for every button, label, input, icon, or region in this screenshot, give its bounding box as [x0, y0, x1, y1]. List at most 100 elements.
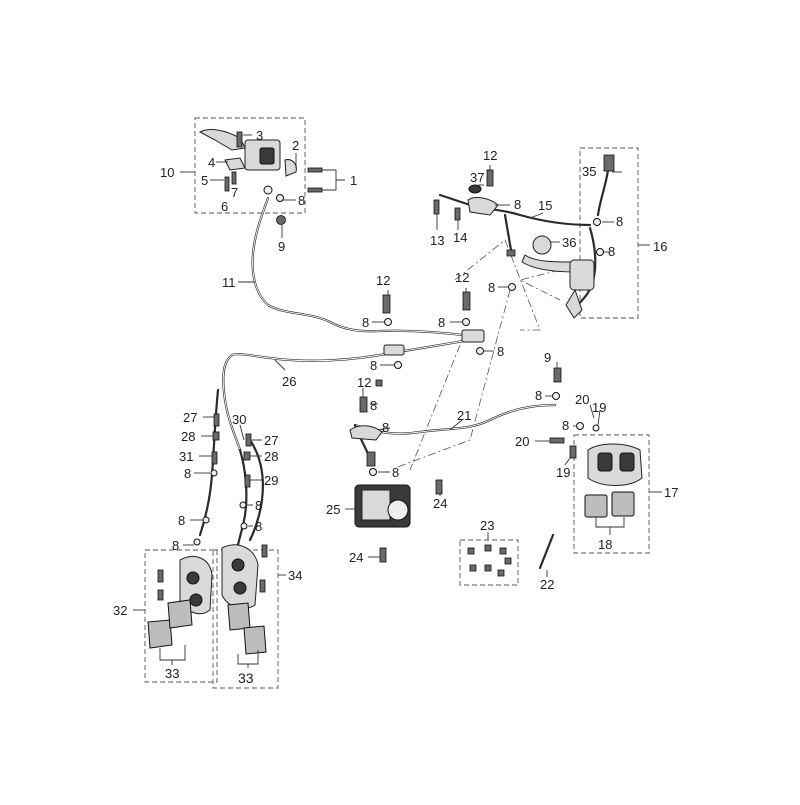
callout-4: 4 — [208, 155, 215, 170]
callout-22: 22 — [540, 577, 554, 592]
callout-12-abs: 12 — [357, 375, 371, 390]
rear-caliper — [549, 424, 643, 518]
bolt-12-abs — [359, 396, 368, 413]
lead-19-top — [597, 409, 601, 426]
callout-8-r2: 8 — [255, 519, 262, 534]
washer-8-mid-e — [508, 283, 516, 291]
callout-8-d: 8 — [370, 358, 377, 373]
washer-8-l2 — [202, 516, 210, 524]
rod-22 — [538, 533, 555, 570]
callout-33-right: 33 — [238, 670, 254, 686]
left-bleeder — [157, 569, 164, 583]
callout-8-abs: 8 — [392, 465, 399, 480]
fastener-kit-box — [459, 539, 519, 586]
hose-21-highlight — [354, 404, 556, 434]
kit-part-3 — [499, 547, 507, 555]
lead-1 — [322, 169, 345, 191]
callout-34: 34 — [288, 568, 302, 583]
lead-33-l — [159, 645, 186, 665]
callout-8-front: 8 — [298, 193, 305, 208]
fitting-29 — [244, 474, 251, 488]
washer-8-left — [193, 538, 201, 546]
front-master-cylinder — [198, 129, 323, 225]
callout-29: 29 — [264, 473, 278, 488]
brake-switch-35 — [603, 154, 615, 172]
grommet-14 — [454, 207, 461, 221]
assembly-line-reservoir — [518, 269, 561, 301]
front-caliper-right — [221, 544, 268, 655]
fitting-27-left — [213, 413, 220, 427]
leader-lines — [133, 134, 662, 668]
junction-block-b — [383, 344, 405, 356]
callout-27-l: 27 — [183, 410, 197, 425]
kit-part-4 — [469, 564, 477, 572]
fitting-31 — [211, 451, 218, 465]
right-pad-b — [243, 625, 267, 655]
washer-8-mid-c — [476, 347, 484, 355]
washer-8-front-b — [276, 194, 284, 202]
abs-body-face — [361, 489, 391, 521]
washer-8-l1 — [210, 469, 218, 477]
left-pad-b — [167, 599, 193, 629]
callout-8-r1: 8 — [255, 498, 262, 513]
callout-37: 37 — [470, 170, 484, 185]
callout-11: 11 — [222, 275, 236, 290]
callout-8-abs-top: 8 — [370, 398, 377, 413]
bolt-13 — [433, 199, 440, 215]
reservoir-cap-37 — [468, 184, 482, 194]
front-master-cylinder-box — [194, 117, 306, 214]
hose-26-highlight — [222, 339, 471, 451]
fastener-kit — [467, 544, 512, 577]
washer-8-rear-b — [593, 218, 601, 226]
bolt-20 — [549, 437, 565, 444]
rear-master-cylinder-box — [579, 147, 639, 319]
callout-32: 32 — [113, 603, 127, 618]
kit-part-7 — [504, 557, 512, 565]
washer-8-rear-d — [552, 392, 560, 400]
fitting-28-right — [243, 451, 251, 461]
callout-8-re: 8 — [562, 418, 569, 433]
right-caliper-body — [221, 544, 259, 609]
washer-8-abs-top — [375, 379, 383, 387]
kit-part-6 — [497, 569, 505, 577]
callout-8-b: 8 — [438, 315, 445, 330]
hose-15-drop — [503, 213, 514, 257]
rear-master-cylinder-body — [569, 259, 595, 291]
left-front-caliper-box — [144, 549, 218, 683]
bolt-12-mid-b — [462, 291, 471, 311]
callout-19: 19 — [556, 465, 570, 480]
washer-8-front — [263, 185, 273, 195]
pushrod — [565, 288, 583, 319]
bolt-9-rear — [553, 367, 562, 383]
fitting-27-right — [245, 433, 252, 447]
left-pad-a — [147, 619, 173, 649]
left-pin — [157, 589, 164, 601]
callout-23: 23 — [480, 518, 494, 533]
callout-35: 35 — [582, 164, 596, 179]
callout-27-r: 27 — [264, 433, 278, 448]
bolt-3 — [236, 131, 243, 148]
reservoir-cap — [259, 147, 275, 165]
bleeder-19 — [569, 445, 577, 459]
clamp-bolt-1a — [307, 167, 323, 173]
reservoir-hose — [521, 254, 576, 273]
hose-29 — [248, 438, 264, 542]
callout-8-rc: 8 — [608, 244, 615, 259]
callout-10: 10 — [160, 165, 174, 180]
kit-part-2 — [484, 544, 492, 552]
callout-2: 2 — [292, 138, 299, 153]
lead-21 — [449, 419, 463, 431]
callout-8-l2: 8 — [178, 513, 185, 528]
kit-part-1 — [467, 547, 475, 555]
callout-1: 1 — [350, 173, 357, 188]
callout-19-top: 19 — [592, 400, 606, 415]
abs-fitting — [366, 451, 376, 467]
callout-36: 36 — [562, 235, 576, 250]
callout-17: 17 — [664, 485, 678, 500]
rear-caliper-piston-b — [619, 452, 635, 472]
callout-9-front: 9 — [278, 239, 285, 254]
callout-20: 20 — [515, 434, 529, 449]
callout-9-rear: 9 — [544, 350, 551, 365]
wire-35 — [596, 168, 610, 217]
